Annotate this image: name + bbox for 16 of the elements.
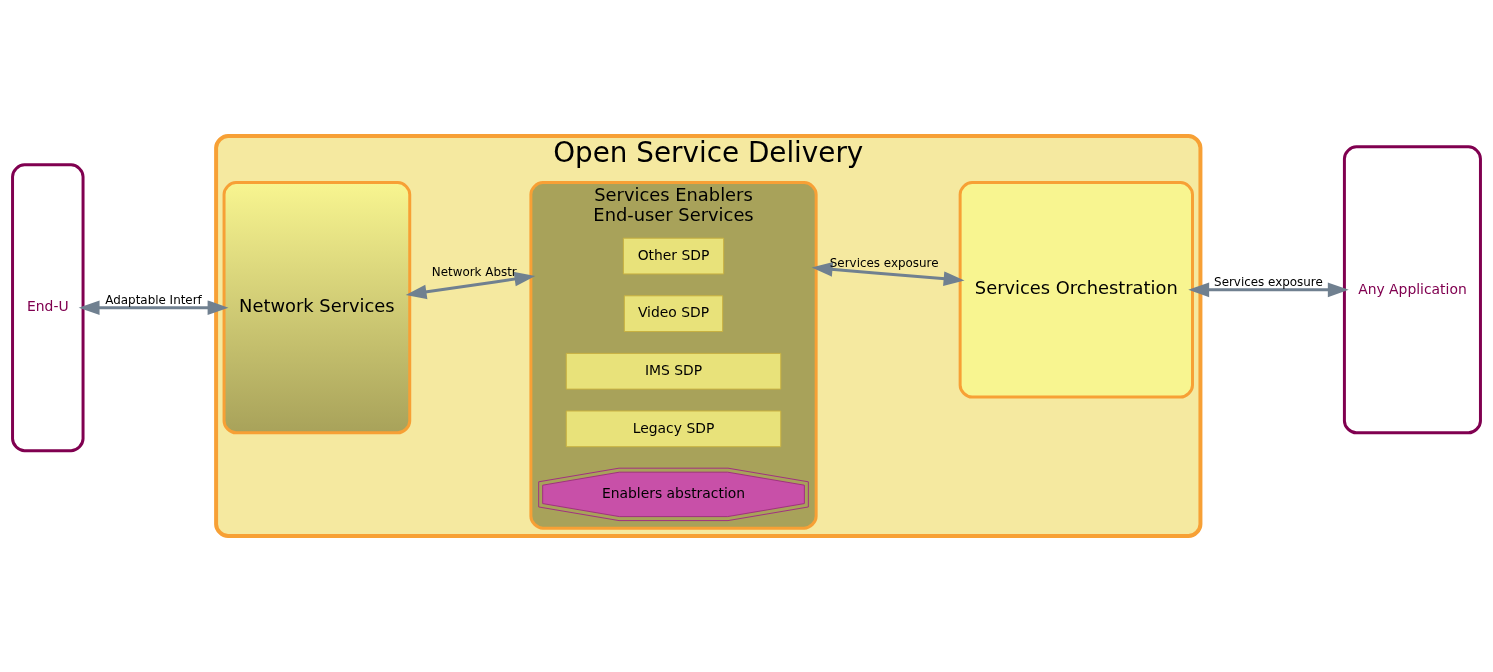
node-box: Other SDP <box>622 237 725 275</box>
arrow <box>405 271 536 300</box>
node-box: IMS SDP <box>565 352 782 390</box>
node-box: Any Application <box>1342 145 1482 435</box>
node-box: Services Orchestration <box>958 181 1194 399</box>
edge-label: Services exposure <box>829 255 939 270</box>
arrow <box>78 300 229 315</box>
arrow <box>811 262 965 287</box>
edge-label: Adaptable Interf <box>105 293 202 308</box>
arrow <box>1188 282 1349 298</box>
node-box: Network Services <box>222 181 412 435</box>
node-box: Legacy SDP <box>565 410 782 448</box>
edge-label: Network Abstr <box>431 264 517 279</box>
node-box: End-U <box>11 163 85 453</box>
node-box: Video SDP <box>623 295 724 333</box>
edge-label: Services exposure <box>1214 275 1323 290</box>
